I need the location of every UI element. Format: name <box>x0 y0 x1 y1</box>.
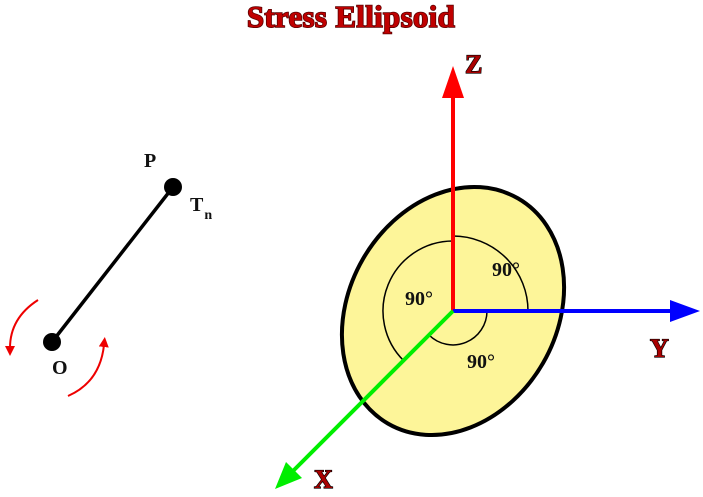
point-o-label: O <box>52 357 68 379</box>
traction-subscript: n <box>204 208 212 223</box>
angle-arc-zx <box>382 240 454 362</box>
angle-arc-xy <box>428 310 488 346</box>
point-p <box>164 178 182 196</box>
x-axis-line <box>291 309 455 473</box>
y-axis-label: Y <box>650 334 669 363</box>
segment-op: P O Tn <box>43 150 212 379</box>
z-axis-label: Z <box>465 50 482 79</box>
x-axis-label: X <box>314 465 333 492</box>
segment-line <box>50 185 175 344</box>
rotation-arrow-right <box>67 337 109 397</box>
rotation-arrow-left <box>5 299 39 356</box>
diagram-title: Stress Ellipsoid <box>247 0 455 34</box>
traction-letter: T <box>190 194 204 216</box>
y-axis-arrowhead <box>670 300 700 322</box>
axes <box>275 66 700 489</box>
point-p-label: P <box>144 150 156 172</box>
angle-arcs <box>382 235 529 362</box>
angle-label-zy: 90° <box>492 259 520 281</box>
rotation-arrows <box>5 299 109 397</box>
traction-label: Tn <box>190 194 212 223</box>
point-o <box>43 333 61 351</box>
angle-arc-zy <box>452 235 529 312</box>
x-axis-arrowhead <box>275 462 302 489</box>
angle-label-xy: 90° <box>467 351 495 373</box>
angle-label-zx: 90° <box>405 288 433 310</box>
z-axis-arrowhead <box>442 66 464 98</box>
